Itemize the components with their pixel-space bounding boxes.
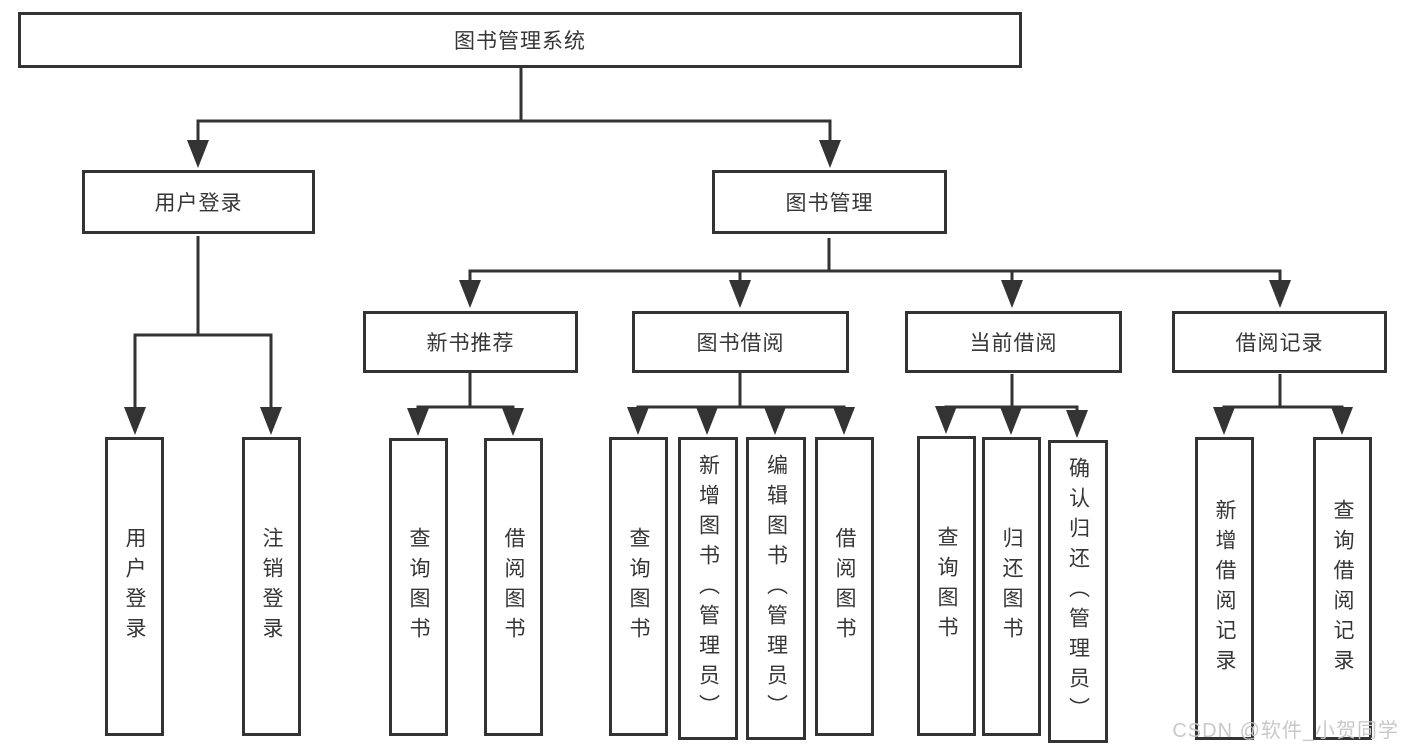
leaf-cb-confirm-return-admin: 确认归还（管理员） bbox=[1048, 440, 1108, 743]
leaf-cb-return-book: 归还图书 bbox=[982, 437, 1041, 736]
leaf-label: 借阅图书 bbox=[833, 526, 857, 647]
node-borrow-records: 借阅记录 bbox=[1172, 311, 1387, 373]
leaf-cb-query-book: 查询图书 bbox=[917, 436, 976, 736]
leaf-label: 查询借阅记录 bbox=[1331, 498, 1355, 679]
node-new-book-recommend: 新书推荐 bbox=[363, 311, 578, 373]
leaf-label: 新增图书（管理员） bbox=[696, 453, 720, 724]
leaf-logout: 注销登录 bbox=[242, 437, 301, 736]
leaf-bb-borrow-book: 借阅图书 bbox=[815, 437, 874, 736]
csdn-watermark: CSDN @软件_小贺同学 bbox=[1172, 720, 1399, 742]
leaf-label: 查询图书 bbox=[627, 526, 651, 647]
leaf-label: 新增借阅记录 bbox=[1213, 498, 1237, 679]
leaf-label: 借阅图书 bbox=[502, 527, 526, 647]
leaf-label: 归还图书 bbox=[1000, 526, 1024, 647]
node-user-login: 用户登录 bbox=[82, 170, 315, 234]
leaf-br-query-record: 查询借阅记录 bbox=[1313, 437, 1372, 740]
leaf-label: 注销登录 bbox=[260, 526, 284, 647]
leaf-bb-edit-book-admin: 编辑图书（管理员） bbox=[746, 437, 806, 740]
node-current-borrow: 当前借阅 bbox=[905, 311, 1122, 373]
leaf-label: 查询图书 bbox=[935, 526, 959, 646]
leaf-bb-add-book-admin: 新增图书（管理员） bbox=[678, 437, 738, 740]
leaf-nb-borrow-book: 借阅图书 bbox=[484, 438, 543, 736]
leaf-label: 编辑图书（管理员） bbox=[764, 453, 788, 724]
node-system-root: 图书管理系统 bbox=[18, 12, 1022, 68]
leaf-label: 用户登录 bbox=[123, 526, 147, 647]
node-book-borrow: 图书借阅 bbox=[632, 311, 849, 373]
leaf-label: 确认归还（管理员） bbox=[1066, 456, 1090, 727]
leaf-nb-query-book: 查询图书 bbox=[389, 438, 448, 736]
leaf-bb-query-book: 查询图书 bbox=[609, 437, 668, 736]
node-book-management: 图书管理 bbox=[712, 170, 947, 234]
leaf-user-login: 用户登录 bbox=[105, 437, 164, 736]
leaf-label: 查询图书 bbox=[407, 527, 431, 647]
leaf-br-add-record: 新增借阅记录 bbox=[1195, 437, 1254, 740]
